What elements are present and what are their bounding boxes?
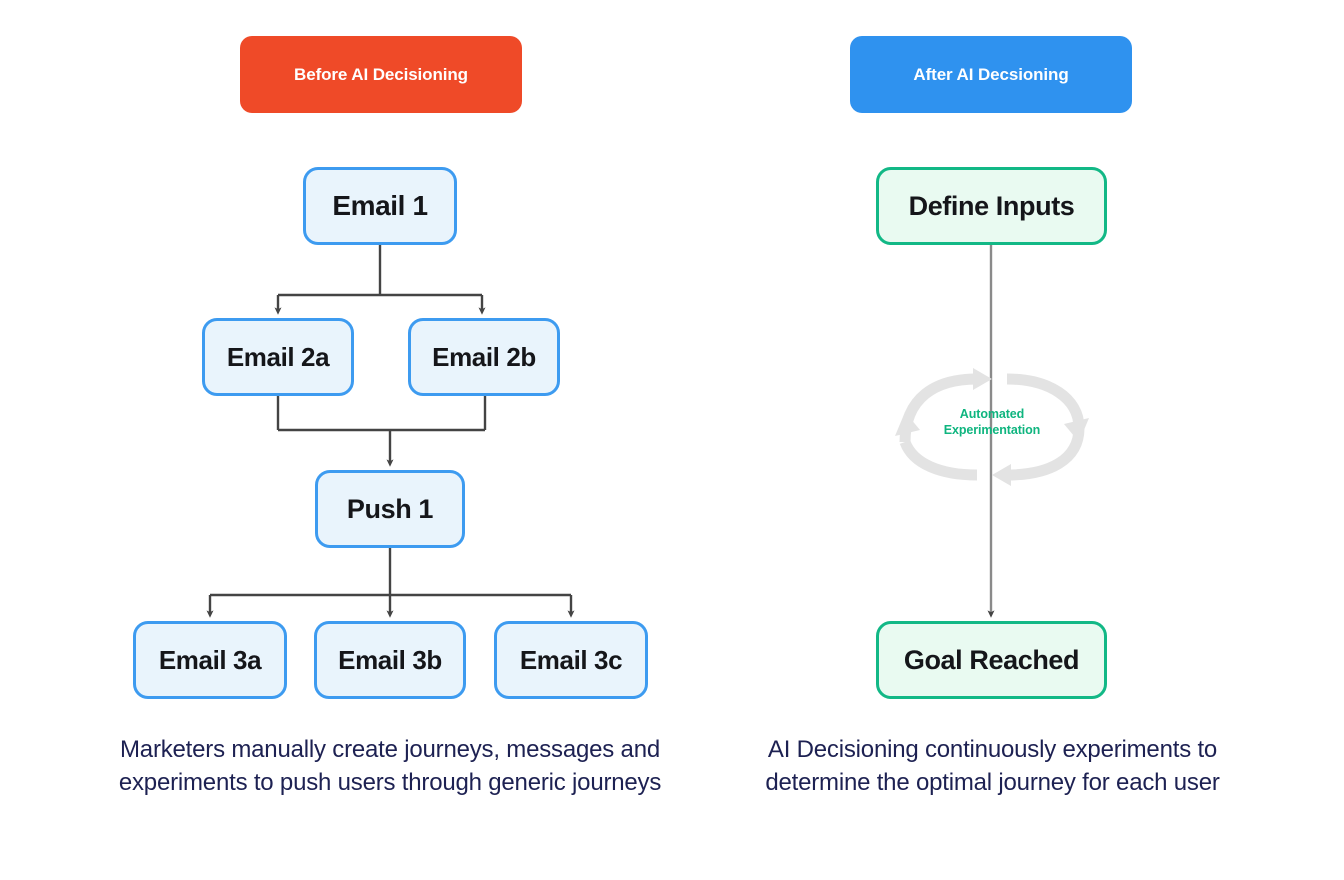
loop-arrowhead-top — [973, 368, 992, 390]
loop-arrowhead-bottom — [992, 464, 1011, 486]
loop-arrowhead-right — [1064, 418, 1089, 442]
header-badge-after: After AI Decsioning — [850, 36, 1132, 113]
header-badge-before: Before AI Decisioning — [240, 36, 522, 113]
node-email-3c[interactable]: Email 3c — [494, 621, 648, 699]
automated-experimentation-loop: Automated Experimentation — [893, 368, 1091, 486]
node-email-2b[interactable]: Email 2b — [408, 318, 560, 396]
node-email-3a[interactable]: Email 3a — [133, 621, 287, 699]
node-goal-reached[interactable]: Goal Reached — [876, 621, 1107, 699]
caption-before: Marketers manually create journeys, mess… — [118, 736, 662, 796]
node-email-1[interactable]: Email 1 — [303, 167, 457, 245]
circular-loop-arrows-icon — [895, 368, 1089, 486]
loop-arrowhead-left — [895, 412, 920, 436]
node-email-2a[interactable]: Email 2a — [202, 318, 354, 396]
node-push-1[interactable]: Push 1 — [315, 470, 465, 548]
node-email-3b[interactable]: Email 3b — [314, 621, 466, 699]
loop-label-line1: Automated — [959, 407, 1025, 421]
loop-label: Automated Experimentation — [893, 406, 1091, 438]
loop-label-line2: Experimentation — [943, 423, 1041, 437]
caption-after: AI Decisioning continuously experiments … — [765, 736, 1220, 796]
node-define-inputs[interactable]: Define Inputs — [876, 167, 1107, 245]
left-flow-connectors — [206, 245, 575, 618]
